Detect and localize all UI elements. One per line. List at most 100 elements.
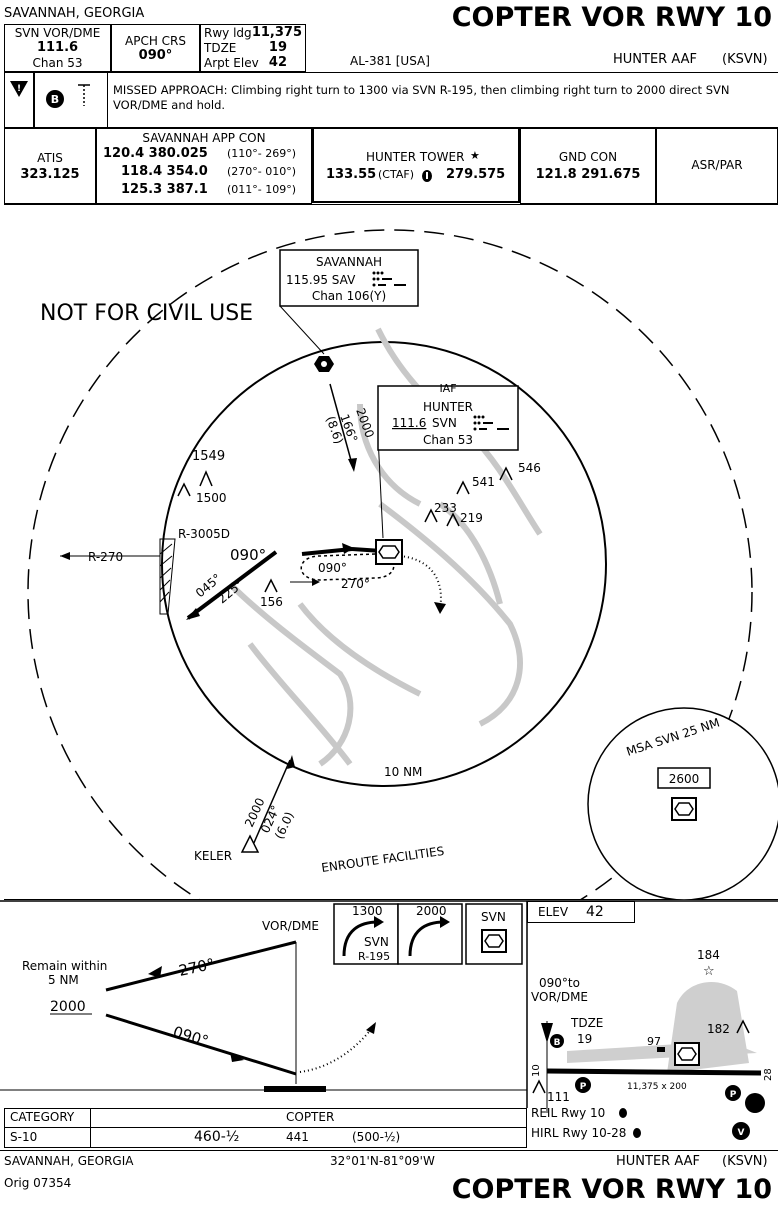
tower-freq-1: 133.55 — [326, 167, 377, 182]
missed-1300-alt: 1300 — [352, 904, 383, 918]
obstacle-184: 184 — [697, 948, 720, 962]
app-con-freq-3: 125.3 387.1 — [121, 182, 208, 197]
crs-note-1: 090°to — [539, 976, 580, 990]
asr-label: ASR/PAR — [691, 158, 743, 172]
app-con-freq-1: 120.4 380.025 — [103, 146, 208, 161]
header-airport: HUNTER AAF — [613, 52, 697, 67]
tower-label: HUNTER TOWER — [366, 150, 465, 164]
obstacle-546: 546 — [518, 461, 541, 475]
not-for-civil-use: NOT FOR CIVIL USE — [40, 301, 253, 326]
obstacle-156: 156 — [260, 595, 283, 609]
ad-tdze-value: 19 — [577, 1032, 592, 1046]
enroute-facilities-ring — [27, 229, 753, 900]
course-090-label: 090° — [230, 546, 266, 564]
plan-view — [4, 204, 778, 900]
gnd-label: GND CON — [558, 150, 618, 164]
arpt-elev-label: Arpt Elev — [204, 56, 259, 70]
gnd-freq: 121.8 291.675 — [535, 167, 641, 182]
category-label: CATEGORY — [10, 1110, 75, 1124]
arc-045-line — [186, 550, 278, 620]
ad-tdze-label: TDZE — [570, 1016, 603, 1030]
apch-crs-value: 090° — [138, 48, 173, 63]
footer-coords: 32°01'N-81°09'W — [330, 1154, 435, 1168]
svn-freq: 111.6 — [392, 416, 426, 430]
pilot-controlled-lighting-icon — [422, 170, 432, 182]
tower-star-icon: ★ — [470, 149, 480, 162]
obstacle-1549: 1549 — [192, 449, 225, 464]
minima-col-divider — [90, 1108, 91, 1148]
missed-approach-icon-cell — [4, 72, 34, 128]
profile-270-label: 270° — [177, 955, 216, 980]
tower-ctaf: (CTAF) — [378, 168, 414, 181]
reil-note: REIL Rwy 10 — [531, 1106, 605, 1120]
remain-altitude: 2000 — [50, 999, 86, 1015]
enroute-facilities-label: ENROUTE FACILITIES — [320, 844, 445, 875]
minima-header-divider — [4, 1108, 527, 1128]
svn-morse-code-icon — [473, 415, 509, 431]
profile-view-graphic: VOR/DME Remain within 5 NM 2000 270° 090… — [0, 900, 778, 1108]
svn-info-box — [377, 385, 519, 451]
obstacle-symbols — [177, 466, 513, 593]
footer-city: SAVANNAH, GEORGIA — [4, 1154, 134, 1168]
elev-value: 42 — [586, 904, 604, 920]
svn-id: SVN — [432, 416, 457, 430]
chart-id: AL-381 [USA] — [350, 54, 430, 68]
arpt-elev-value: 42 — [268, 55, 287, 70]
footer-orig: Orig 07354 — [4, 1176, 72, 1190]
missed-2000-alt: 2000 — [416, 904, 447, 918]
obstacle-233: 233 — [434, 501, 457, 515]
runway-10-label: 10 — [531, 1064, 542, 1077]
nav-label: SVN VOR/DME — [14, 26, 101, 40]
obstacle-541: 541 — [472, 475, 495, 489]
atis-freq: 323.125 — [20, 167, 80, 182]
radial-3005d-label: R-3005D — [178, 527, 230, 541]
copter-label: COPTER — [286, 1110, 335, 1124]
hold-090-label: 090° — [318, 561, 347, 575]
tdze-label: TDZE — [204, 41, 237, 55]
app-con-sector-1: (110°- 269°) — [227, 147, 297, 160]
missed-approach-icon-cell-2 — [34, 72, 108, 128]
minima-hat: 441 — [286, 1130, 309, 1144]
hold-270-label: 270° — [341, 577, 370, 591]
holding-pattern-icon — [78, 84, 90, 106]
runway-dimensions: 11,375 x 200 — [627, 1082, 687, 1092]
tower-cell: HUNTER TOWER ★ 133.55 (CTAF) 279.575 — [312, 127, 520, 203]
obstacle-219: 219 — [460, 511, 483, 525]
obstacle-182: 182 — [707, 1022, 730, 1036]
header-city: SAVANNAH, GEORGIA — [4, 6, 145, 21]
minima-row-label: S-10 — [10, 1130, 38, 1144]
apch-crs-box: APCH CRS 090° — [111, 24, 200, 72]
footer-airport: HUNTER AAF — [616, 1154, 700, 1169]
sav-name: SAVANNAH — [316, 255, 382, 269]
iaf-label: IAF — [439, 382, 456, 395]
missed-1300-radial: R-195 — [358, 950, 390, 963]
sav-morse-code-icon — [372, 271, 406, 287]
tdze-value: 19 — [268, 40, 287, 55]
sav-info-box — [279, 249, 419, 307]
plan-view-graphic: SAVANNAH 115.95 SAV Chan 106(Y) IAF HUNT… — [27, 229, 778, 900]
header-airport-code: (KSVN) — [722, 52, 768, 67]
sav-chan: Chan 106(Y) — [312, 289, 386, 303]
runway-28-label: 28 — [763, 1068, 774, 1081]
svg-text:B: B — [554, 1038, 561, 1048]
remain-within-label: Remain within — [22, 959, 107, 973]
profile-090-label: 090° — [171, 1023, 211, 1051]
svg-text:P: P — [580, 1082, 587, 1092]
svg-text:B: B — [51, 93, 59, 106]
svn-vordme-symbol — [375, 539, 403, 565]
asr-cell: ASR/PAR — [656, 128, 778, 204]
atis-cell: ATIS 323.125 — [4, 128, 96, 204]
elev-label: ELEV — [538, 905, 569, 919]
app-con-sector-3: (011°- 109°) — [227, 183, 297, 196]
missed-approach-text-1: MISSED APPROACH: Climbing right turn to … — [113, 83, 730, 97]
nav-freq: 111.6 — [36, 40, 79, 55]
obstacle-111: 111 — [547, 1090, 570, 1104]
apch-crs-label: APCH CRS — [125, 34, 186, 48]
minima-mda: 460-½ — [194, 1129, 240, 1145]
rwy-data-box: Rwy ldg 11,375 TDZE 19 Arpt Elev 42 — [200, 24, 306, 72]
minima-table — [4, 1108, 527, 1148]
app-con-freq-2: 118.4 354.0 — [121, 164, 208, 179]
keler-fix-triangle — [240, 834, 260, 853]
hold-svn-label: SVN — [481, 910, 506, 924]
radial-270-label: R-270 — [88, 550, 123, 564]
